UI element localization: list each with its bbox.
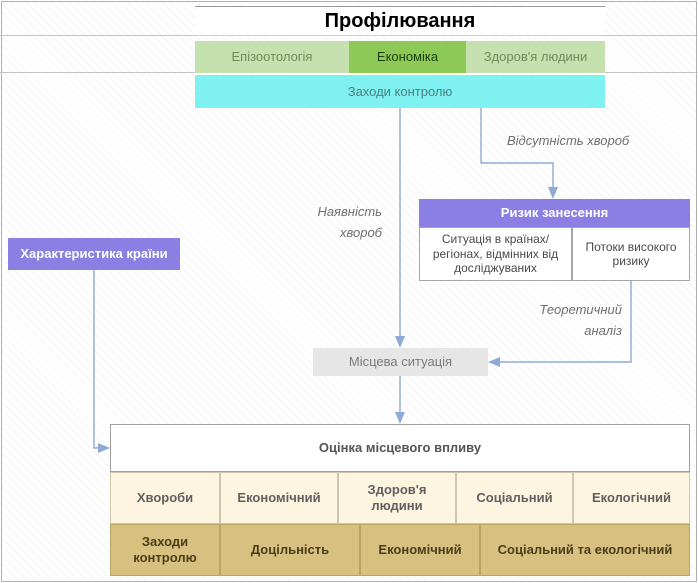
impact-cell-economic-2: Економічний: [360, 524, 480, 576]
label-disease-present-line-1: Наявність: [317, 204, 382, 219]
risk-cell-other-regions-line-1: Ситуація в країнах/: [441, 232, 550, 247]
impact-cell-feasibility: Доцільність: [220, 524, 360, 576]
connector-country-to-assessment: [93, 270, 98, 449]
control-measures-box: Заходи контролю: [195, 75, 605, 108]
risk-cell-high-risk-line-2: ризику: [612, 254, 650, 268]
impact-cell-human-health: Здоров'я людини: [338, 472, 456, 524]
introduction-risk-header: Ризик занесення: [419, 199, 690, 227]
tab-economics[interactable]: Економіка: [349, 41, 466, 73]
arrowhead-local-to-assessment: [395, 412, 405, 424]
impact-cell-control-line-2: контролю: [133, 550, 197, 565]
impact-cell-control-line-1: Заходи: [141, 534, 189, 550]
risk-cell-high-risk-line-1: Потоки високого: [585, 239, 677, 254]
risk-cell-other-regions: Ситуація в країнах/ регіонах, відмінних …: [419, 227, 572, 281]
connector-control-to-risk: [480, 108, 554, 187]
impact-cell-diseases-line-1: Хвороби: [136, 490, 194, 506]
impact-cell-social: Соціальний: [456, 472, 573, 524]
impact-cell-human-health-line-1: Здоров'я: [367, 482, 427, 498]
arrowhead-risk-to-local: [488, 357, 500, 367]
impact-cell-economic-2-line-1: Економічний: [378, 542, 462, 558]
label-disease-present-line-2: хвороб: [339, 225, 382, 240]
impact-cell-social-line-1: Соціальний: [476, 490, 553, 506]
risk-cell-high-risk-flows: Потоки високого ризику: [572, 227, 690, 281]
risk-cell-other-regions-line-3: досліджуваних: [454, 261, 537, 276]
impact-cell-ecological-line-1: Екологічний: [591, 490, 672, 506]
label-theoretical-line-2: аналіз: [584, 323, 622, 338]
label-disease-present: Наявність хвороб: [290, 201, 382, 243]
impact-cell-human-health-line-2: людини: [371, 498, 423, 513]
impact-cell-diseases: Хвороби: [110, 472, 220, 524]
impact-cell-control-measures: Заходи контролю: [110, 524, 220, 576]
impact-cell-economic: Економічний: [220, 472, 338, 524]
arrowhead-control-to-local: [395, 336, 405, 348]
impact-cell-economic-line-1: Економічний: [237, 490, 321, 506]
impact-cell-feasibility-line-1: Доцільність: [250, 542, 330, 558]
country-characteristics-box: Характеристика країни: [8, 238, 180, 270]
label-theoretical-analysis: Теоретичний аналіз: [500, 299, 622, 341]
connector-risk-to-local: [500, 281, 632, 363]
local-impact-assessment-header: Оцінка місцевого впливу: [110, 424, 690, 472]
arrowhead-country-to-assessment: [98, 443, 110, 453]
label-disease-absent: Відсутність хвороб: [507, 133, 630, 148]
impact-cell-social-ecological-line-1: Соціальний та екологічний: [497, 542, 673, 558]
label-theoretical-line-1: Теоретичний: [539, 302, 622, 317]
impact-cell-ecological: Екологічний: [573, 472, 690, 524]
page-title: Профілювання: [195, 6, 605, 36]
arrowhead-control-to-risk: [548, 187, 558, 199]
tab-epizootology[interactable]: Епізоотологія: [195, 41, 349, 73]
tab-human-health[interactable]: Здоров'я людини: [466, 41, 605, 73]
risk-cell-other-regions-line-2: регіонах, відмінних від: [432, 246, 559, 261]
local-situation-box: Місцева ситуація: [313, 348, 488, 376]
impact-cell-social-ecological: Соціальний та екологічний: [480, 524, 690, 576]
